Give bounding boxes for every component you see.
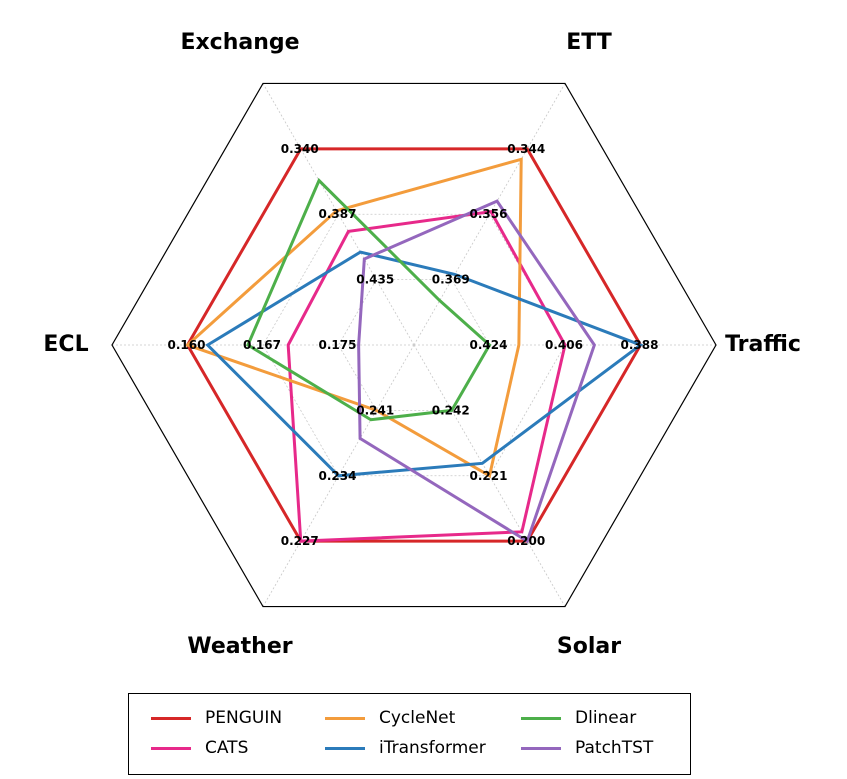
tick-label-ecl: 0.167 (243, 338, 281, 352)
tick-label-weather: 0.227 (281, 534, 319, 548)
legend-swatch (521, 716, 561, 720)
tick-label-traffic: 0.424 (470, 338, 508, 352)
label-layer: 0.424 0.406 0.388 0.369 0.356 0.344 0.435 0.387… (43, 30, 801, 659)
radar-frame (111, 82, 717, 608)
radar-chart: 0.424 0.406 0.388 0.369 0.356 0.344 0.435 0.387… (43, 30, 801, 659)
legend-swatch (325, 716, 365, 720)
legend-swatch (325, 746, 365, 750)
grid-ring (262, 213, 566, 477)
legend-item-cyclenet: CycleNet (325, 708, 455, 728)
tick-label-exchange: 0.387 (319, 207, 357, 221)
tick-label-exchange: 0.435 (356, 273, 394, 287)
tick-label-weather: 0.234 (319, 469, 357, 483)
legend-label: PENGUIN (205, 708, 283, 728)
tick-label-weather: 0.241 (356, 403, 394, 417)
tick-label-solar: 0.200 (507, 534, 545, 548)
legend-swatch (521, 746, 561, 750)
legend-item-itransformer: iTransformer (325, 738, 486, 758)
legend-label: CycleNet (379, 708, 456, 728)
legend-item-patchtst: PatchTST (521, 738, 653, 758)
legend-swatch (151, 746, 191, 750)
series-layer (184, 147, 644, 544)
axis-title-ecl: ECL (43, 332, 88, 357)
axis-title-solar: Solar (557, 634, 621, 659)
axis-title-exchange: Exchange (180, 30, 299, 55)
series-itransformer (205, 250, 644, 478)
tick-label-solar: 0.242 (432, 403, 470, 417)
legend-label: Dlinear (575, 708, 637, 728)
tick-label-traffic: 0.388 (621, 338, 659, 352)
legend-item-cats: CATS (151, 738, 248, 758)
legend-label: CATS (205, 738, 249, 758)
tick-label-ecl: 0.175 (319, 338, 357, 352)
series-patchtst (357, 199, 597, 544)
axis-title-weather: Weather (187, 634, 292, 659)
tick-label-exchange: 0.340 (281, 142, 319, 156)
legend-label: iTransformer (379, 738, 486, 758)
series-cyclenet (184, 157, 523, 479)
tick-label-ett: 0.344 (507, 142, 545, 156)
series-dlinear (246, 177, 492, 422)
axis-title-traffic: Traffic (725, 332, 801, 357)
tick-label-ecl: 0.160 (168, 338, 206, 352)
legend-item-penguin: PENGUIN (151, 708, 282, 728)
legend-item-dlinear: Dlinear (521, 708, 636, 728)
legend: PENGUIN CycleNet Dlinear CATS iTransform… (128, 693, 691, 775)
axis-title-ett: ETT (566, 30, 612, 55)
tick-label-traffic: 0.406 (545, 338, 583, 352)
tick-label-ett: 0.369 (432, 273, 470, 287)
tick-label-solar: 0.221 (470, 469, 508, 483)
series-cats (286, 209, 567, 543)
legend-swatch (151, 716, 191, 720)
tick-label-ett: 0.356 (470, 207, 508, 221)
legend-label: PatchTST (575, 738, 654, 758)
